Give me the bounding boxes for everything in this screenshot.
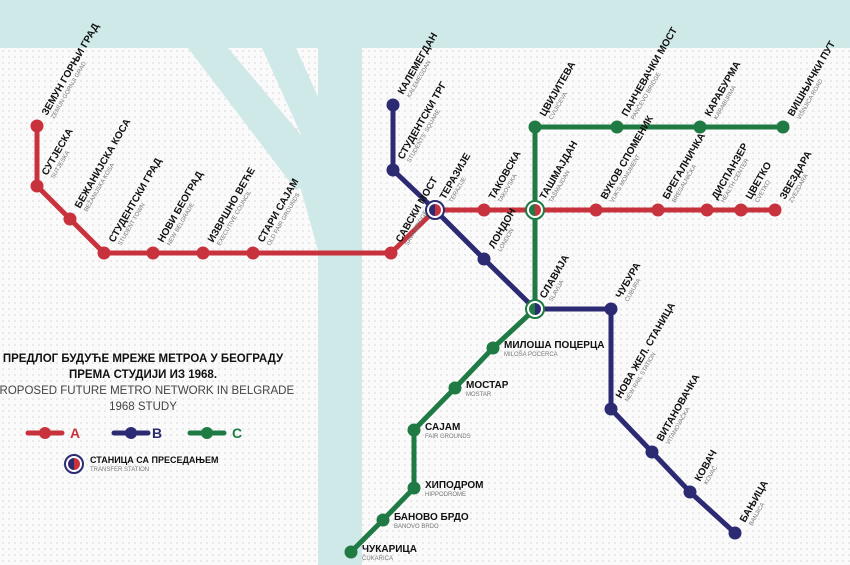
- station-name-latin: BANOVO BRDO: [394, 524, 439, 530]
- station-dot: [376, 513, 390, 527]
- station-name-latin: ČUKARICA: [362, 555, 393, 562]
- title-line-1: ПРЕДЛОГ БУДУЋЕ МРЕЖЕ МЕТРОА У БЕОГРАДУ: [3, 353, 284, 365]
- metro-line-b: [390, 102, 738, 536]
- station-name: ЧУКАРИЦА: [362, 544, 417, 555]
- danube-river: [0, 0, 850, 48]
- legend-line-c: C: [187, 425, 242, 441]
- station-dot: [776, 120, 790, 134]
- station-dot: [734, 203, 748, 217]
- transfer-half-right: [435, 204, 441, 216]
- station-dot: [700, 203, 714, 217]
- station-dot: [386, 163, 400, 177]
- station-dot: [477, 252, 491, 266]
- station-dot: [486, 341, 500, 355]
- station-dot: [610, 120, 624, 134]
- station-dot: [683, 485, 697, 499]
- station-dot: [30, 119, 44, 133]
- station-dot: [63, 212, 77, 226]
- river-shoulder: [296, 172, 362, 250]
- station-dot: [196, 246, 210, 260]
- station-dot: [768, 203, 782, 217]
- legend-transfer-label: СТАНИЦА СА ПРЕСЕДАЊЕМ: [90, 455, 218, 465]
- station-name-latin: MOSTAR: [466, 392, 492, 398]
- metro-lines: [34, 102, 786, 555]
- legend-transfer-station: СТАНИЦА СА ПРЕСЕДАЊЕМ TRANSFER STATION: [64, 454, 218, 474]
- station-dot: [246, 246, 260, 260]
- station-name: САЈАМ: [425, 422, 460, 433]
- title-line-3: PROPOSED FUTURE METRO NETWORK IN BELGRAD…: [0, 385, 294, 397]
- metro-line-a: [34, 123, 778, 256]
- station-dot: [728, 526, 742, 540]
- station-dot: [407, 481, 421, 495]
- transfer-half-right: [535, 303, 541, 315]
- map-legend: A B C СТАНИЦА СА ПРЕСЕДАЊЕМ TRANSFER STA…: [25, 425, 242, 474]
- station-name-latin: HIPPODROME: [425, 492, 466, 498]
- station-name: ХИПОДРОМ: [425, 480, 483, 491]
- legend-line-c-label: C: [232, 425, 242, 441]
- station-dot: [645, 445, 659, 459]
- station-dot: [344, 545, 358, 559]
- station-dot: [651, 203, 665, 217]
- sava-river: [318, 48, 362, 565]
- station-name: МИЛОША ПОЦЕРЦА: [504, 340, 605, 351]
- title-line-2: ПРЕМА СТУДИЈИ ИЗ 1968.: [69, 369, 217, 381]
- legend-line-b-label: B: [152, 425, 162, 441]
- river-branch-left: [188, 48, 332, 190]
- title-line-4: 1968 STUDY: [109, 401, 177, 413]
- transfer-half-left: [529, 204, 535, 216]
- transfer-half-left: [529, 303, 535, 315]
- station-dot: [589, 203, 603, 217]
- map-title: ПРЕДЛОГ БУДУЋЕ МРЕЖЕ МЕТРОА У БЕОГРАДУ П…: [0, 353, 294, 413]
- station-dot: [448, 381, 462, 395]
- legend-line-b: B: [111, 425, 162, 441]
- station-dot: [384, 246, 398, 260]
- station-dot: [693, 120, 707, 134]
- station-name: МОСТАР: [466, 380, 509, 391]
- legend-line-a: A: [25, 425, 80, 441]
- metro-line-c: [348, 124, 786, 555]
- station-dot: [528, 120, 542, 134]
- station-name-latin: FAIR GROUNDS: [425, 434, 471, 440]
- transfer-half-right: [535, 204, 541, 216]
- station-dot: [97, 246, 111, 260]
- transfer-half-left: [429, 204, 435, 216]
- station-dot: [407, 423, 421, 437]
- station-dot: [604, 302, 618, 316]
- station-dot: [146, 246, 160, 260]
- station-dot: [30, 179, 44, 193]
- station-name: БАНОВО БРДО: [394, 512, 469, 523]
- legend-transfer-sub: TRANSFER STATION: [90, 467, 149, 473]
- station-name-latin: MILOŠA POCERCA: [504, 351, 558, 358]
- legend-line-a-label: A: [70, 425, 80, 441]
- station-dot: [604, 402, 618, 416]
- station-dot: [386, 98, 400, 112]
- station-dot: [477, 203, 491, 217]
